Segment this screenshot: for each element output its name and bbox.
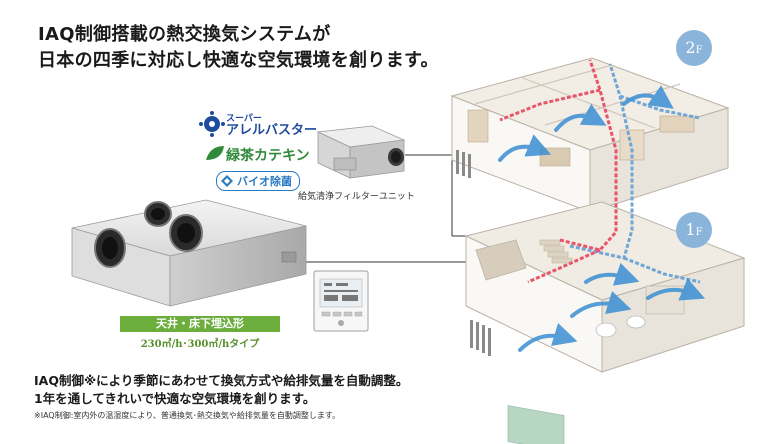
logo-bio-sterilization-text: バイオ除菌 [237,175,292,188]
logo-allerbuster-big: アレルバスター [226,123,318,138]
controller-illustration [313,270,369,332]
airflow-arrows [498,85,706,352]
capacity-label: 230㎥/h･300㎥/hタイプ [140,339,260,350]
logo-green-tea-catechin-text: 緑茶カテキン [226,148,310,164]
iaq-footnote: ※IAQ制御:室内外の温湿度により、普通換気･熱交換気や給排気量を自動調整します… [34,411,341,420]
logo-bio-sterilization: バイオ除菌 [216,171,300,191]
filter-unit-illustration [316,125,406,179]
filter-unit-label: 給気清浄フィルターユニット [298,192,415,202]
leaf-icon [206,146,224,160]
logo-green-tea-catechin: 緑茶カテキン [226,145,310,165]
headline-line-1: IAQ制御搭載の熱交換気システムが [38,24,331,45]
floor-badge-2f: 2F [676,30,712,66]
install-type-band: 天井・床下埋込形 [120,316,280,332]
description-line-1: IAQ制御※により季節にあわせて換気方式や給排気量を自動調整。 [34,373,409,388]
logo-allerbuster-small: スーパー [226,114,262,124]
logo-allerbuster: スーパー アレルバスター [226,115,317,138]
floor-badge-2f-suffix: F [695,45,703,56]
floor-badge-1f: 1F [676,212,712,248]
ventilation-unit-illustration [71,199,307,307]
headline-line-2: 日本の四季に対応し快適な空気環境を創ります。 [38,50,439,71]
description-line-2: 1年を通してきれいで快適な空気環境を創ります。 [34,391,316,406]
description: IAQ制御※により季節にあわせて換気方式や給排気量を自動調整。 1年を通してきれ… [34,372,408,408]
floor-badge-2f-number: 2 [685,38,696,57]
floor-badge-1f-suffix: F [695,227,703,238]
bio-diamond-icon [221,175,233,187]
logo-marks [199,111,225,160]
headline: IAQ制御搭載の熱交換気システムが 日本の四季に対応し快適な空気環境を創ります。 [38,22,439,74]
floor-badge-1f-number: 1 [685,220,696,239]
allerbuster-mark-icon [199,111,225,137]
